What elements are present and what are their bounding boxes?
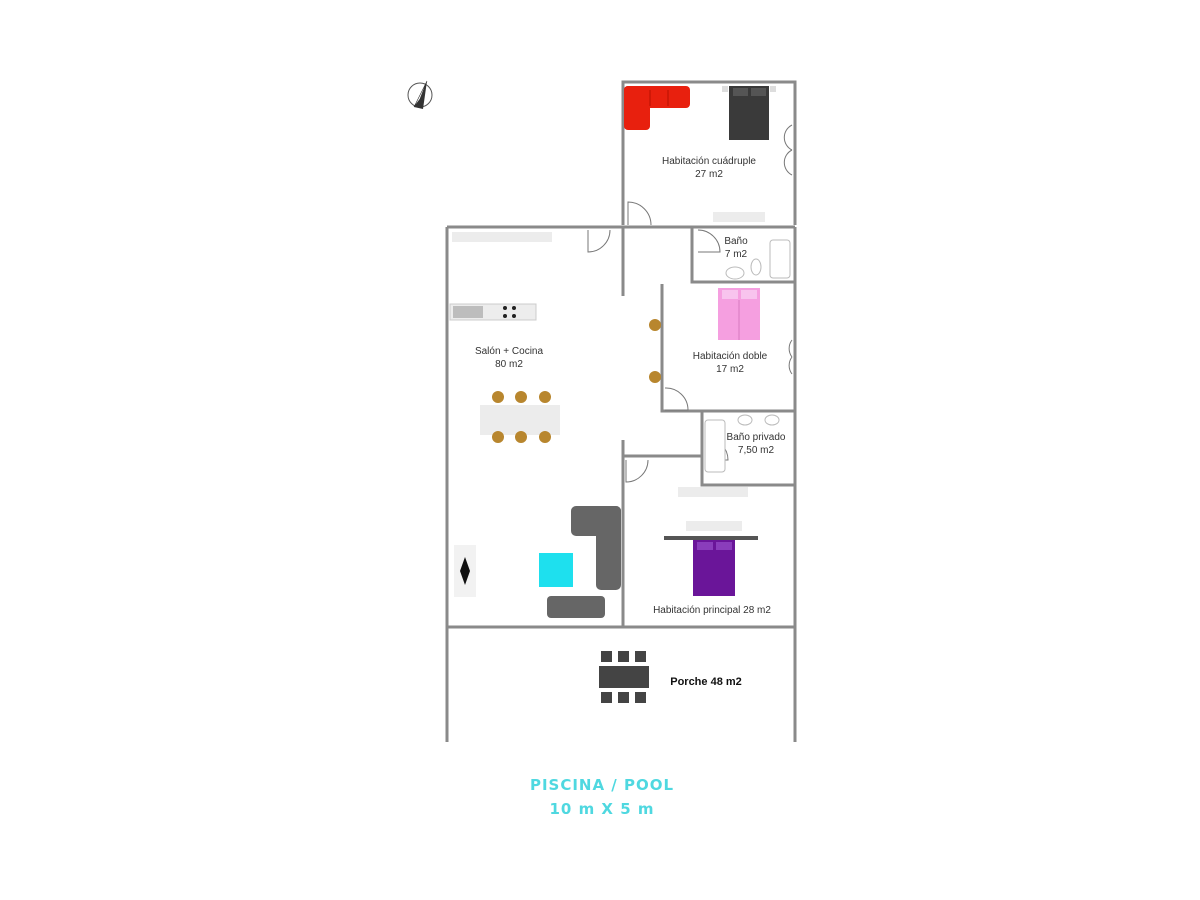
cyan-coffee-table bbox=[539, 553, 573, 587]
room-label-porch: Porche 48 m2 bbox=[670, 676, 742, 689]
room-area: 7,50 m2 bbox=[737, 445, 775, 456]
north-arrow-icon bbox=[407, 80, 433, 109]
room-label-bath1: Baño 7 m2 bbox=[724, 235, 747, 261]
dining-chairs bbox=[492, 391, 551, 443]
room-area: 27 m2 bbox=[695, 169, 723, 180]
kitchen-counter bbox=[449, 303, 537, 321]
tv-unit bbox=[454, 545, 476, 597]
pool-title: PISCINA / POOL bbox=[529, 776, 675, 794]
room-label-master: Habitación principal 28 m2 bbox=[653, 604, 771, 617]
wall-quad-west bbox=[621, 80, 797, 225]
room-label-quad: Habitación cuádruple 27 m2 bbox=[662, 155, 756, 181]
grey-l-sofa bbox=[547, 506, 621, 618]
room-name: Porche 48 m2 bbox=[670, 676, 742, 688]
bed-master-room bbox=[664, 536, 758, 596]
wall-bath2 bbox=[700, 412, 795, 487]
walls bbox=[445, 80, 797, 742]
room-label-double: Habitación doble 17 m2 bbox=[693, 350, 768, 376]
window-strips bbox=[452, 212, 765, 531]
bed-double-room bbox=[718, 288, 760, 340]
room-name: Baño privado bbox=[726, 432, 786, 443]
room-label-bath2: Baño privado 7,50 m2 bbox=[727, 431, 786, 457]
room-area: 7 m2 bbox=[724, 249, 748, 260]
pool-size: 10 m X 5 m bbox=[549, 800, 655, 818]
room-name: Habitación cuádruple bbox=[662, 156, 756, 167]
room-name: Habitación doble bbox=[692, 351, 768, 362]
wall-double bbox=[660, 284, 795, 413]
bath1-fixtures bbox=[725, 239, 791, 280]
room-name: Habitación principal 28 m2 bbox=[653, 605, 771, 616]
wall-bath1 bbox=[690, 227, 795, 284]
bath2-fixtures bbox=[704, 414, 780, 473]
bar-stools bbox=[649, 319, 661, 383]
room-name: Salón + Cocina bbox=[474, 346, 544, 357]
porch-dining-set bbox=[599, 651, 649, 703]
red-corner-sofa bbox=[624, 86, 690, 130]
room-label-living: Salón + Cocina 80 m2 bbox=[475, 345, 543, 371]
room-name: Baño bbox=[724, 236, 748, 247]
room-area: 17 m2 bbox=[716, 364, 744, 375]
room-area: 80 m2 bbox=[495, 359, 523, 370]
bed-quad-room bbox=[722, 86, 776, 140]
